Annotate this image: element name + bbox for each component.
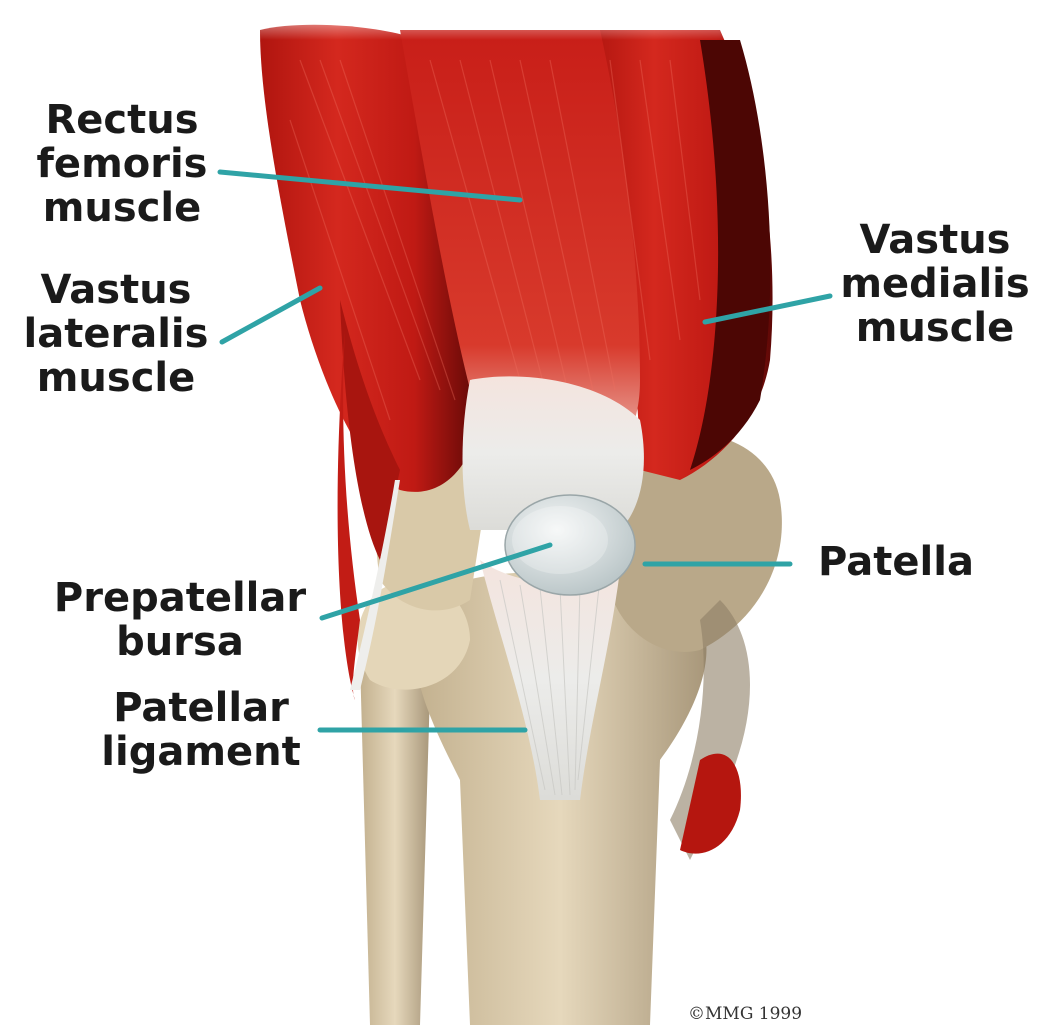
top-fade <box>0 0 1047 40</box>
prepatellar-bursa-shape <box>512 506 608 574</box>
label-patella: Patella <box>796 540 996 584</box>
fibula-bone <box>360 650 430 1025</box>
label-prepatellar-bursa: Prepatellar bursa <box>30 576 330 664</box>
label-rectus-femoris: Rectus femoris muscle <box>22 98 222 230</box>
label-patellar-ligament: Patellar ligament <box>86 686 316 774</box>
copyright-text: ©MMG 1999 <box>688 1004 802 1024</box>
label-vastus-lateralis: Vastus lateralis muscle <box>6 268 226 400</box>
label-vastus-medialis: Vastus medialis muscle <box>830 218 1040 350</box>
